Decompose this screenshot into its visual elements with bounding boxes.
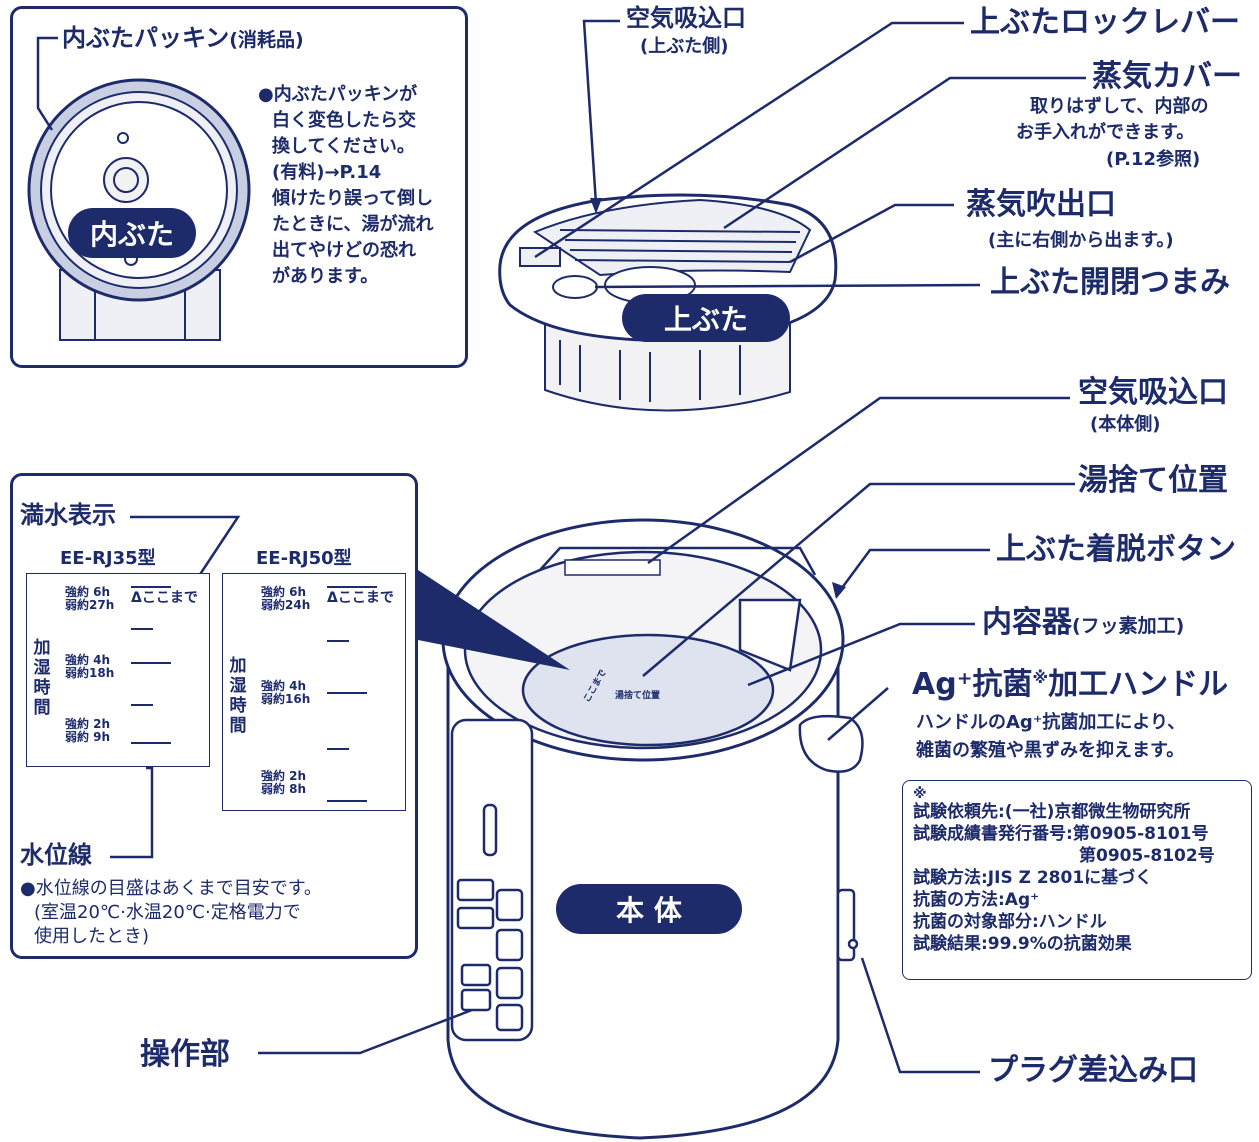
test-info-line-2: 試験成績書発行番号:第0905-8101号 bbox=[913, 824, 1209, 844]
body-air-intake-sub: (本体側) bbox=[1090, 414, 1161, 435]
plug-socket-label: プラグ差込み口 bbox=[988, 1053, 1198, 1088]
zoom-callout bbox=[418, 570, 570, 670]
handle-footnote-mark: ※ bbox=[1032, 668, 1049, 687]
test-info-line-4: 試験方法:JIS Z 2801に基づく bbox=[913, 868, 1153, 888]
inner-lid-gasket-label: 内ぶたパッキン(消耗品) bbox=[62, 24, 304, 52]
handle-label: Ag⁺抗菌※加工ハンドル bbox=[912, 667, 1229, 702]
test-info-line-3: 第0905-8102号 bbox=[1079, 846, 1215, 866]
scale-b-vertical: 加湿時間 bbox=[229, 656, 247, 736]
test-info-line-7: 試験結果:99.9%の抗菌効果 bbox=[913, 934, 1132, 954]
lid-air-intake-label: 空気吸込口 bbox=[626, 4, 746, 32]
handle-note-2: 雑菌の繁殖や黒ずみを抑えます。 bbox=[916, 740, 1185, 761]
scale-b-full-mark: Δここまで bbox=[327, 590, 394, 606]
water-note-3: 使用したとき) bbox=[34, 926, 150, 947]
scale-a-full-mark: Δここまで bbox=[131, 590, 198, 606]
lid-open-knob-label: 上ぶた開閉つまみ bbox=[990, 265, 1230, 300]
leader-lines bbox=[36, 19, 1086, 1074]
control-panel-label: 操作部 bbox=[140, 1037, 230, 1072]
upper-lid-badge: 上ぶた bbox=[622, 294, 790, 342]
model-a-label: EE-RJ35型 bbox=[60, 548, 156, 569]
inner-lid-box bbox=[10, 6, 468, 368]
steam-cover-label: 蒸気カバー bbox=[1092, 59, 1242, 94]
main-body-illustration bbox=[441, 518, 864, 1140]
lid-release-button-label: 上ぶた着脱ボタン bbox=[996, 532, 1236, 567]
water-note-2: (室温20℃·水温20℃·定格電力で bbox=[34, 902, 301, 923]
test-info-line-6: 抗菌の対象部分:ハンドル bbox=[913, 912, 1107, 932]
lid-air-intake-sub: (上ぶた側) bbox=[640, 36, 729, 57]
steam-outlet-label: 蒸気吹出口 bbox=[966, 187, 1116, 222]
water-level-box bbox=[10, 473, 418, 959]
steam-cover-note-1: 取りはずして、内部の bbox=[1030, 96, 1209, 117]
handle-note-1: ハンドルのAg⁺抗菌加工により、 bbox=[916, 712, 1186, 733]
inner-container-label: 内容器(フッ素加工) bbox=[982, 605, 1185, 640]
consumable-note: (消耗品) bbox=[229, 29, 304, 51]
model-b-label: EE-RJ50型 bbox=[256, 548, 352, 569]
full-water-label: 満水表示 bbox=[20, 501, 116, 529]
water-line-label: 水位線 bbox=[20, 841, 92, 869]
main-body-badge: 本 体 bbox=[556, 884, 742, 934]
inner-lid-badge: 内ぶた bbox=[68, 208, 196, 258]
inner-container-sub: (フッ素加工) bbox=[1072, 615, 1185, 637]
pot-drain-mark: 湯捨て位置 bbox=[615, 691, 661, 701]
test-info-line-1: 試験依頼先:(一社)京都微生物研究所 bbox=[913, 802, 1191, 822]
inner-lid-notes: ●内ぶたパッキンが 白く変色したら交 換してください。 (有料)→P.14 傾け… bbox=[258, 84, 434, 287]
body-air-intake-label: 空気吸込口 bbox=[1078, 375, 1228, 410]
drain-position-label: 湯捨て位置 bbox=[1078, 463, 1228, 498]
steam-cover-note-3: (P.12参照) bbox=[1106, 149, 1201, 170]
lid-lock-lever-label: 上ぶたロックレバー bbox=[970, 5, 1240, 40]
scale-a-vertical: 加湿時間 bbox=[33, 638, 51, 718]
antibacterial-test-info: ※ 試験依頼先:(一社)京都微生物研究所 試験成績書発行番号:第0905-810… bbox=[902, 780, 1252, 980]
test-info-line-5: 抗菌の方法:Ag⁺ bbox=[913, 890, 1040, 910]
steam-outlet-sub: (主に右側から出ます。) bbox=[988, 230, 1174, 251]
water-note-1: ●水位線の目盛はあくまで目安です。 bbox=[20, 878, 322, 899]
steam-cover-note-2: お手入れができます。 bbox=[1016, 122, 1195, 143]
test-info-star: ※ bbox=[913, 786, 927, 802]
